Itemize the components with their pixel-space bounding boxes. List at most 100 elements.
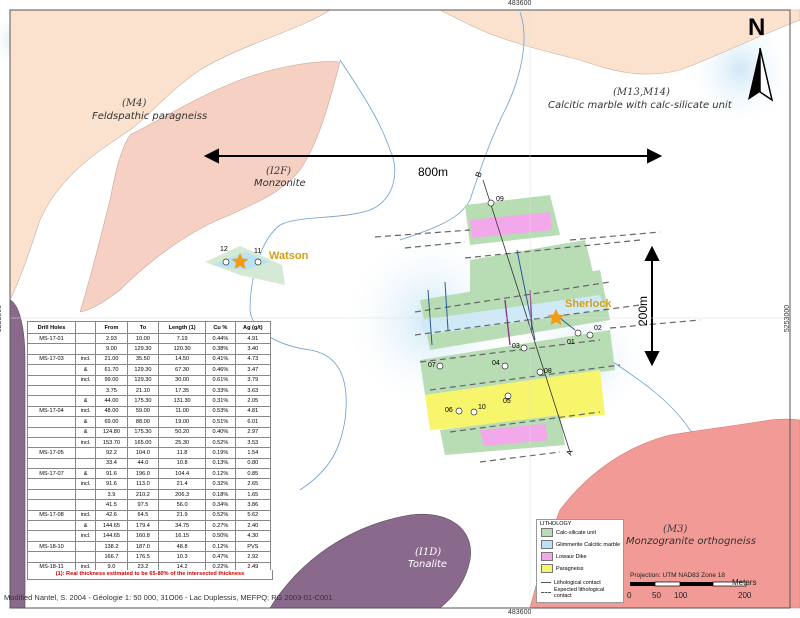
drill-label: 12 <box>220 246 228 253</box>
table-cell: 3.86 <box>234 499 272 511</box>
table-cell: 0.34% <box>205 499 236 511</box>
table-cell: 0.18% <box>205 488 236 501</box>
table-cell <box>27 436 76 449</box>
table-cell: 4.91 <box>234 332 272 345</box>
table-cell: 0.31% <box>205 395 236 407</box>
map-frame <box>9 9 791 609</box>
table-cell: 11.00 <box>158 405 207 418</box>
table-cell: 1.65 <box>234 488 272 501</box>
table-cell: 153.70 <box>95 436 128 449</box>
table-cell <box>27 395 76 407</box>
table-cell: PVS <box>234 540 272 553</box>
legend-label: Lowaur Dike <box>556 553 587 560</box>
table-cell: 21.00 <box>95 353 128 366</box>
drill-label: 02 <box>594 325 602 332</box>
table-cell: 64.5 <box>126 509 160 522</box>
site-watson-label: Watson <box>269 250 309 262</box>
table-cell: 99.00 <box>95 374 128 386</box>
easting-top-label: 483600 <box>508 0 532 7</box>
table-cell: 34.75 <box>158 520 207 532</box>
legend-title: LITHOLOGY <box>540 521 572 527</box>
table-cell <box>27 343 76 355</box>
table-cell: 0.51% <box>205 416 236 428</box>
drill-label: 11 <box>254 248 262 255</box>
table-cell: & <box>74 364 97 376</box>
distance-800m-label: 800m <box>418 165 449 179</box>
table-cell: 2.97 <box>234 426 272 438</box>
table-cell: incl. <box>74 405 97 418</box>
table-cell: 0.40% <box>205 426 236 438</box>
table-cell: 2.92 <box>234 551 272 563</box>
table-cell: 3.47 <box>234 364 272 376</box>
unit-m4-polygon <box>9 9 331 301</box>
table-cell: incl. <box>74 353 97 366</box>
table-cell: 97.5 <box>126 499 160 511</box>
legend-label: Paragneiss <box>556 565 584 572</box>
table-cell: 3.9 <box>95 488 128 501</box>
scale-tick-label: 200 <box>738 591 752 600</box>
table-cell: & <box>74 426 97 438</box>
watson-star-icon <box>231 253 249 269</box>
legend-item: Lowaur Dike <box>541 552 587 561</box>
table-cell: 88.00 <box>126 416 160 428</box>
unit-i1d-name: Tonalite <box>408 559 448 570</box>
table-header: Ag (g/t) <box>234 321 272 334</box>
table-cell: 69.00 <box>95 416 128 428</box>
legend-line-item: Expected lithological contact <box>541 587 623 599</box>
table-cell: MS-17-01 <box>27 332 76 345</box>
table-header: From <box>95 321 128 334</box>
table-cell <box>74 551 97 563</box>
table-cell: 0.85 <box>234 468 272 480</box>
sherlock-star-icon <box>547 309 565 325</box>
easting-bottom-label: 483600 <box>508 609 532 616</box>
unit-i2f-code: (I2F) <box>266 166 292 177</box>
table-cell <box>74 499 97 511</box>
table-header: Length (1) <box>158 321 207 334</box>
drill-label: 10 <box>478 404 486 411</box>
unit-m3-name: Monzogranite orthogneiss <box>626 536 757 547</box>
legend-line-item: Lithological contact <box>541 578 601 587</box>
solid-line-icon <box>541 582 551 583</box>
unit-i1d-polygon <box>269 513 471 609</box>
drill-collars <box>222 199 594 416</box>
table-cell: MS-17-03 <box>27 353 76 366</box>
legend-label: Glimmerite Calcitic marble <box>556 541 621 548</box>
table-cell: 19.00 <box>158 416 207 428</box>
table-cell <box>27 478 76 490</box>
drill-label: 03 <box>512 343 520 350</box>
table-cell: 138.2 <box>95 540 128 553</box>
table-cell: 7.19 <box>158 332 207 345</box>
table-cell: 2.93 <box>95 332 128 345</box>
table-cell <box>27 416 76 428</box>
table-cell: 16.15 <box>158 530 207 542</box>
table-cell: 0.13% <box>205 457 236 470</box>
table-cell: 5.62 <box>234 509 272 522</box>
table-cell: 1.54 <box>234 447 272 459</box>
scale-units-label: Meters <box>732 578 757 587</box>
unit-m4-name: Feldspathic paragneiss <box>92 111 208 122</box>
table-cell <box>27 426 76 438</box>
legend-swatch <box>541 528 553 537</box>
unit-m13-code: (M13,M14) <box>613 87 670 98</box>
table-cell <box>27 551 76 563</box>
table-cell: incl. <box>74 509 97 522</box>
table-cell: 0.32% <box>205 478 236 490</box>
table-cell: MS-18-10 <box>27 540 76 553</box>
unit-i1d-polygon <box>9 299 26 609</box>
table-cell: 144.65 <box>95 520 128 532</box>
drill-label: 05 <box>503 398 511 405</box>
table-footnote: (1): Real thickness estimated to be 65-8… <box>27 570 273 580</box>
table-cell: 0.53% <box>205 405 236 418</box>
table-cell <box>27 520 76 532</box>
legend-item: Calc-silicate unit <box>541 528 596 537</box>
table-cell: 0.47% <box>205 551 236 563</box>
table-cell: 179.4 <box>126 520 160 532</box>
table-cell: 92.2 <box>95 447 128 459</box>
